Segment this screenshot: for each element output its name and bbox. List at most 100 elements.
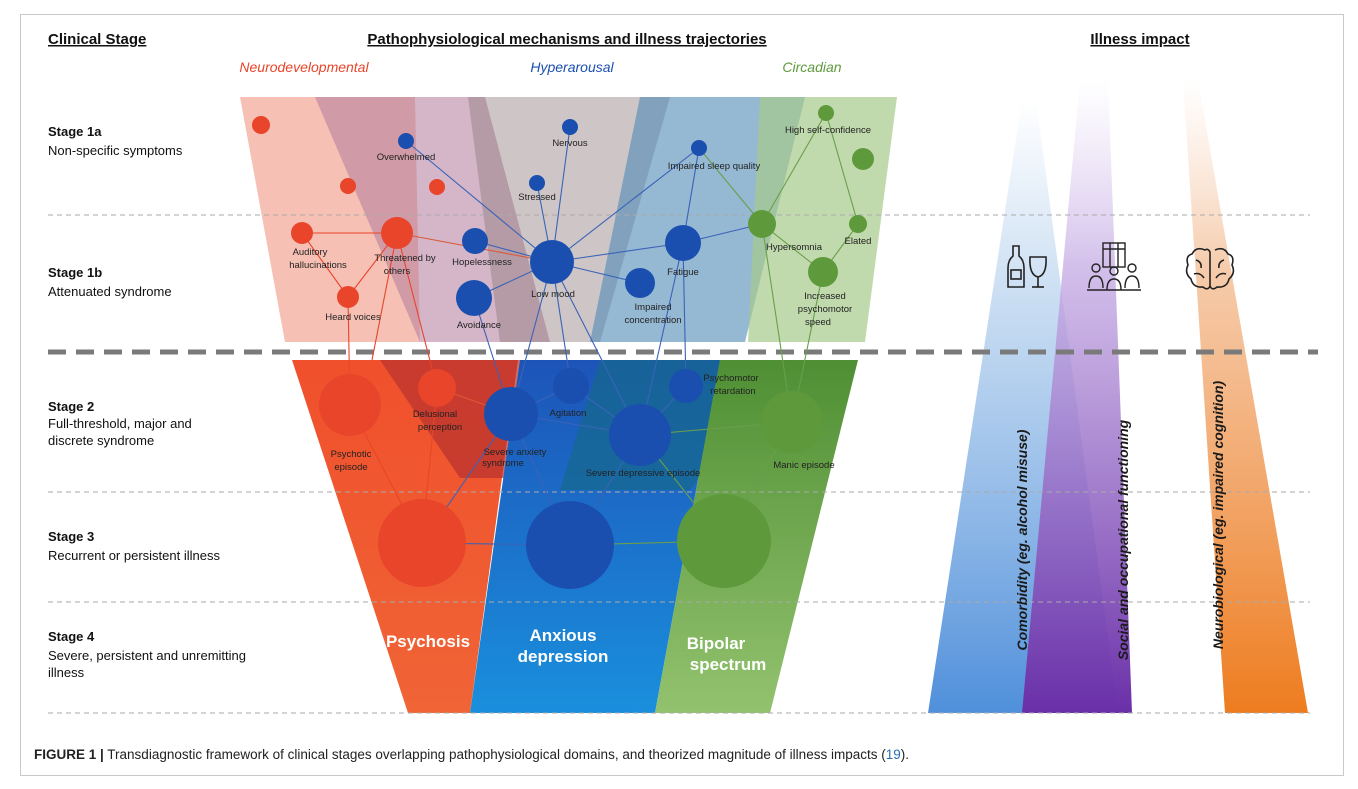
label-increased-psych-1: Increased (804, 291, 846, 302)
label-hypersomnia: Hypersomnia (766, 242, 823, 253)
node-neuro-small (340, 178, 356, 194)
node-severe-anxiety (484, 387, 538, 441)
impact-header: Illness impact (1090, 31, 1189, 48)
node-auditory-hallucinations (291, 222, 313, 244)
node-neuro-small (252, 116, 270, 134)
label-impaired-sleep: Impaired sleep quality (668, 161, 761, 172)
label-stressed: Stressed (518, 192, 556, 203)
label-avoidance: Avoidance (457, 320, 501, 331)
domain-circadian: Circadian (782, 59, 841, 75)
label-agitation: Agitation (550, 408, 587, 419)
hyper-band-upper (468, 97, 670, 342)
node-impaired-concentration (625, 268, 655, 298)
node-circ-small (852, 148, 874, 170)
neurobiological-column (1183, 80, 1308, 713)
node-heard-voices (337, 286, 359, 308)
clinical-stage-header: Clinical Stage (48, 31, 146, 48)
node-bipolar-stage3 (677, 494, 771, 588)
label-neurobiological: Neurobiological (eg. impaired cognition) (1210, 380, 1226, 649)
node-hopelessness (462, 228, 488, 254)
node-agitation (553, 368, 589, 404)
figure-caption: FIGURE 1 | Transdiagnostic framework of … (34, 747, 1334, 762)
node-neuro-small (429, 179, 445, 195)
label-severe-anxiety-1: Severe anxiety (484, 447, 547, 458)
node-low-mood (530, 240, 574, 284)
caption-text: Transdiagnostic framework of clinical st… (103, 747, 886, 762)
label-threatened-2: others (384, 266, 411, 277)
neuro-hyper-overlap-band (315, 97, 550, 342)
brain-icon (1185, 247, 1235, 290)
diagram: Clinical Stage Pathophysiological mechan… (48, 31, 1318, 714)
label-threatened-1: Threatened by (374, 253, 436, 264)
node-impaired-sleep (691, 140, 707, 156)
label-high-confidence: High self-confidence (785, 125, 871, 136)
label-psychotic-2: episode (334, 462, 367, 473)
domain-hyperarousal: Hyperarousal (530, 59, 614, 75)
people-building-icon (1087, 242, 1141, 291)
stage-3-desc: Recurrent or persistent illness (48, 548, 220, 563)
stage-1b-desc: Attenuated syndrome (48, 284, 172, 299)
stage-1b-title: Stage 1b (48, 265, 102, 280)
label-heard-voices: Heard voices (325, 312, 381, 323)
label-psychomotor-ret-1: Psychomotor (703, 373, 758, 384)
label-severe-depressive: Severe depressive episode (586, 468, 701, 479)
node-manic-episode (761, 391, 823, 453)
stage-4-desc-2: illness (48, 665, 85, 680)
node-psychosis-stage3 (378, 499, 466, 587)
node-depression-stage3 (526, 501, 614, 589)
stage-2-title: Stage 2 (48, 399, 94, 414)
label-manic-episode: Manic episode (773, 460, 834, 471)
node-stressed (529, 175, 545, 191)
label-elated: Elated (845, 236, 872, 247)
label-impaired-conc-1: Impaired (635, 302, 672, 313)
social-column (1022, 80, 1132, 713)
label-bipolar-1: Bipolar (687, 634, 746, 653)
node-hypersomnia (748, 210, 776, 238)
label-auditory-2: hallucinations (289, 260, 347, 271)
label-anxious-2: depression (518, 647, 609, 666)
mechanisms-header: Pathophysiological mechanisms and illnes… (367, 31, 766, 48)
node-high-confidence (818, 105, 834, 121)
caption-end: ). (900, 747, 909, 762)
label-psychosis: Psychosis (386, 632, 470, 651)
node-fatigue (665, 225, 701, 261)
caption-ref-link[interactable]: 19 (885, 747, 901, 762)
label-psychotic-1: Psychotic (331, 449, 372, 460)
node-threatened (381, 217, 413, 249)
node-delusional-perception (418, 369, 456, 407)
node-increased-psychomotor (808, 257, 838, 287)
label-increased-psych-3: speed (805, 317, 831, 328)
stage-4-desc-1: Severe, persistent and unremitting (48, 648, 246, 663)
stage-1a-desc: Non-specific symptoms (48, 143, 183, 158)
label-increased-psych-2: psychomotor (798, 304, 852, 315)
label-severe-anxiety-2: syndrome (482, 458, 524, 469)
caption-label: FIGURE 1 | (34, 747, 104, 762)
figure-frame (20, 14, 1344, 776)
label-overwhelmed: Overwhelmed (377, 152, 436, 163)
stage-4-title: Stage 4 (48, 629, 95, 644)
wine-bottle-glass-icon (1007, 245, 1047, 288)
node-psychotic-episode (319, 374, 381, 436)
stage-2-desc-1: Full-threshold, major and (48, 416, 192, 431)
node-severe-depressive (609, 404, 671, 466)
node-psychomotor-retardation (669, 369, 703, 403)
label-hopelessness: Hopelessness (452, 257, 512, 268)
node-avoidance (456, 280, 492, 316)
label-delusional-1: Delusional (413, 409, 457, 420)
label-low-mood: Low mood (531, 289, 575, 300)
stage-2-desc-2: discrete syndrome (48, 433, 154, 448)
label-nervous: Nervous (552, 138, 588, 149)
label-bipolar-2: spectrum (690, 655, 767, 674)
label-comorbidity: Comorbidity (eg. alcohol misuse) (1014, 429, 1030, 650)
label-impaired-conc-2: concentration (624, 315, 681, 326)
label-social: Social and occupational functioning (1115, 419, 1131, 660)
domain-neurodevelopmental: Neurodevelopmental (239, 59, 369, 75)
stage-3-title: Stage 3 (48, 529, 94, 544)
node-nervous (562, 119, 578, 135)
stage-1a-title: Stage 1a (48, 124, 102, 139)
label-psychomotor-ret-2: retardation (710, 386, 755, 397)
label-auditory-1: Auditory (293, 247, 328, 258)
label-fatigue: Fatigue (667, 267, 699, 278)
node-elated (849, 215, 867, 233)
